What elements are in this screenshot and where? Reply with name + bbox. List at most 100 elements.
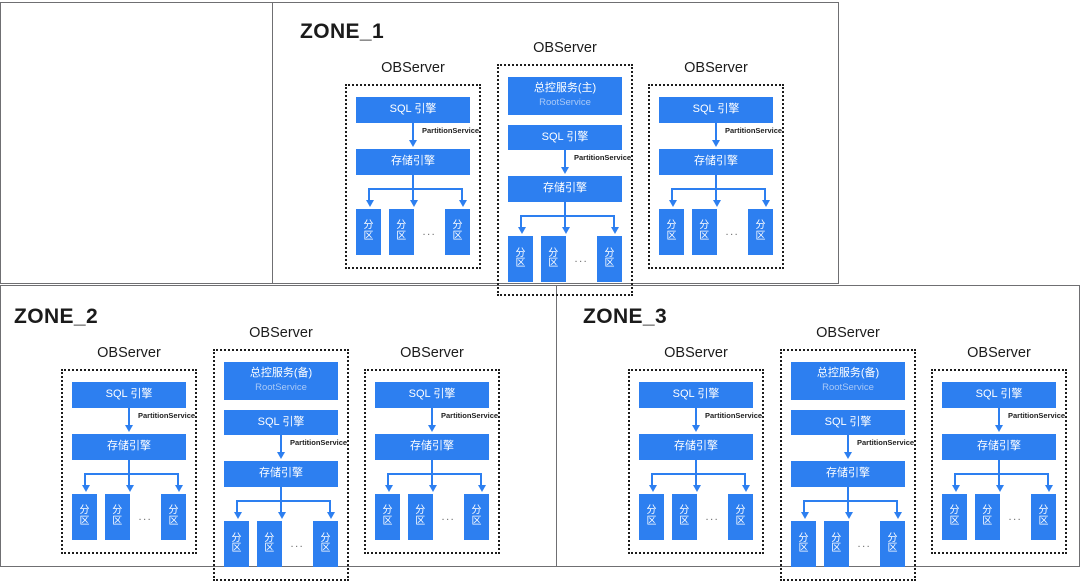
branch-drop xyxy=(412,187,414,201)
partition-label-line2: 区 xyxy=(982,515,993,527)
partition-ellipsis: ... xyxy=(857,538,872,551)
rootservice-subtitle: RootService xyxy=(539,96,591,108)
partition-branch-connector xyxy=(508,202,622,236)
branch-drop xyxy=(367,187,370,201)
branch-bus xyxy=(954,472,1048,475)
partition-label-line1: 分 xyxy=(831,532,842,544)
branch-arrow-head-icon xyxy=(761,199,770,207)
partition-label-line2: 区 xyxy=(112,515,123,527)
storage-engine-block: 存储引擎 xyxy=(356,148,470,175)
branch-bus xyxy=(236,500,330,503)
observer-caption: OBServer xyxy=(664,345,728,361)
partition-label-line2: 区 xyxy=(679,515,690,527)
partition-block: 分区 xyxy=(540,236,566,283)
partition-label-line2: 区 xyxy=(548,258,559,270)
branch-arrow-head-icon xyxy=(429,484,437,492)
partition-label-line2: 区 xyxy=(264,543,275,555)
partition-label-line1: 分 xyxy=(452,220,463,231)
arrow-head-icon xyxy=(692,424,700,432)
branch-arrow-head-icon xyxy=(800,512,809,520)
branch-arrow-head-icon xyxy=(713,199,721,207)
sql-engine-block: SQL 引擎 xyxy=(224,409,338,436)
partition-label-line1: 分 xyxy=(515,247,526,259)
observer-caption: OBServer xyxy=(381,60,445,76)
branch-stem xyxy=(998,459,1000,474)
partition-block: 分区 xyxy=(224,521,249,568)
partition-label-line2: 区 xyxy=(1038,515,1049,527)
partition-service-label: PartitionService xyxy=(725,125,783,135)
partition-label-line1: 分 xyxy=(949,505,960,516)
storage-engine-block: 存储引擎 xyxy=(508,176,622,203)
rootservice-title: 总控服务(备) xyxy=(816,367,880,379)
partition-branch-connector xyxy=(659,174,773,209)
partition-service-label: PartitionService xyxy=(290,438,348,448)
branch-arrow-head-icon xyxy=(126,484,134,492)
branch-drop xyxy=(128,472,130,486)
branch-arrow-head-icon xyxy=(1044,484,1053,492)
partition-ellipsis: ... xyxy=(1008,510,1023,523)
partition-service-arrow: PartitionService xyxy=(508,150,631,176)
partition-label-line1: 分 xyxy=(320,532,331,544)
partition-block: 分区 xyxy=(1030,493,1056,540)
partition-label-line2: 区 xyxy=(831,543,842,555)
branch-bus xyxy=(803,500,897,503)
partition-row: 分区分区...分区 xyxy=(224,521,338,568)
arrow-head-icon xyxy=(995,424,1003,432)
partition-service-arrow: PartitionService xyxy=(791,435,914,461)
branch-arrow-head-icon xyxy=(845,512,853,520)
partition-block: 分区 xyxy=(104,493,130,540)
partition-label-line2: 区 xyxy=(415,515,426,527)
zone-title-zone1: ZONE_1 xyxy=(300,20,385,43)
partition-label-line1: 分 xyxy=(264,532,275,544)
partition-label-line1: 分 xyxy=(699,220,710,231)
branch-drop xyxy=(83,472,86,486)
partition-label-line1: 分 xyxy=(382,505,393,516)
partition-label-line2: 区 xyxy=(887,543,898,555)
partition-label-line2: 区 xyxy=(755,230,766,242)
partition-label-line1: 分 xyxy=(396,220,407,231)
partition-label-line2: 区 xyxy=(231,543,242,555)
partition-block: 分区 xyxy=(791,521,816,568)
branch-arrow-head-icon xyxy=(365,199,374,207)
partition-row: 分区分区...分区 xyxy=(942,493,1056,540)
branch-drop xyxy=(998,472,1000,486)
partition-service-label: PartitionService xyxy=(705,410,763,420)
branch-drop xyxy=(479,472,482,486)
branch-arrow-head-icon xyxy=(517,227,526,235)
branch-drop xyxy=(280,500,282,514)
branch-drop xyxy=(953,472,956,486)
branch-arrow-head-icon xyxy=(610,227,619,235)
partition-service-label: PartitionService xyxy=(422,125,480,135)
partition-label-line2: 区 xyxy=(949,515,960,527)
branch-bus xyxy=(387,472,481,475)
partition-label-line1: 分 xyxy=(735,505,746,516)
sql-engine-block: SQL 引擎 xyxy=(356,97,470,123)
branch-drop xyxy=(328,500,331,514)
partition-branch-connector xyxy=(224,487,338,521)
arrow-head-icon xyxy=(409,139,417,147)
branch-drop xyxy=(763,187,766,201)
partition-label-line2: 区 xyxy=(798,543,809,555)
branch-stem xyxy=(564,202,566,217)
partition-block: 分区 xyxy=(879,521,905,568)
partition-row: 分区分区...分区 xyxy=(639,493,753,540)
partition-label-line1: 分 xyxy=(168,505,179,516)
partition-service-arrow: PartitionService xyxy=(224,435,347,461)
branch-arrow-head-icon xyxy=(233,512,242,520)
branch-stem xyxy=(715,174,717,189)
partition-label-line2: 区 xyxy=(699,230,710,242)
partition-service-arrow: PartitionService xyxy=(72,407,195,434)
sql-engine-block: SQL 引擎 xyxy=(942,382,1056,408)
rootservice-block: 总控服务(主)RootService xyxy=(508,77,622,115)
arrow-head-icon xyxy=(844,452,852,460)
rootservice-title: 总控服务(备) xyxy=(249,367,313,379)
zone-title-zone2: ZONE_2 xyxy=(14,305,99,328)
